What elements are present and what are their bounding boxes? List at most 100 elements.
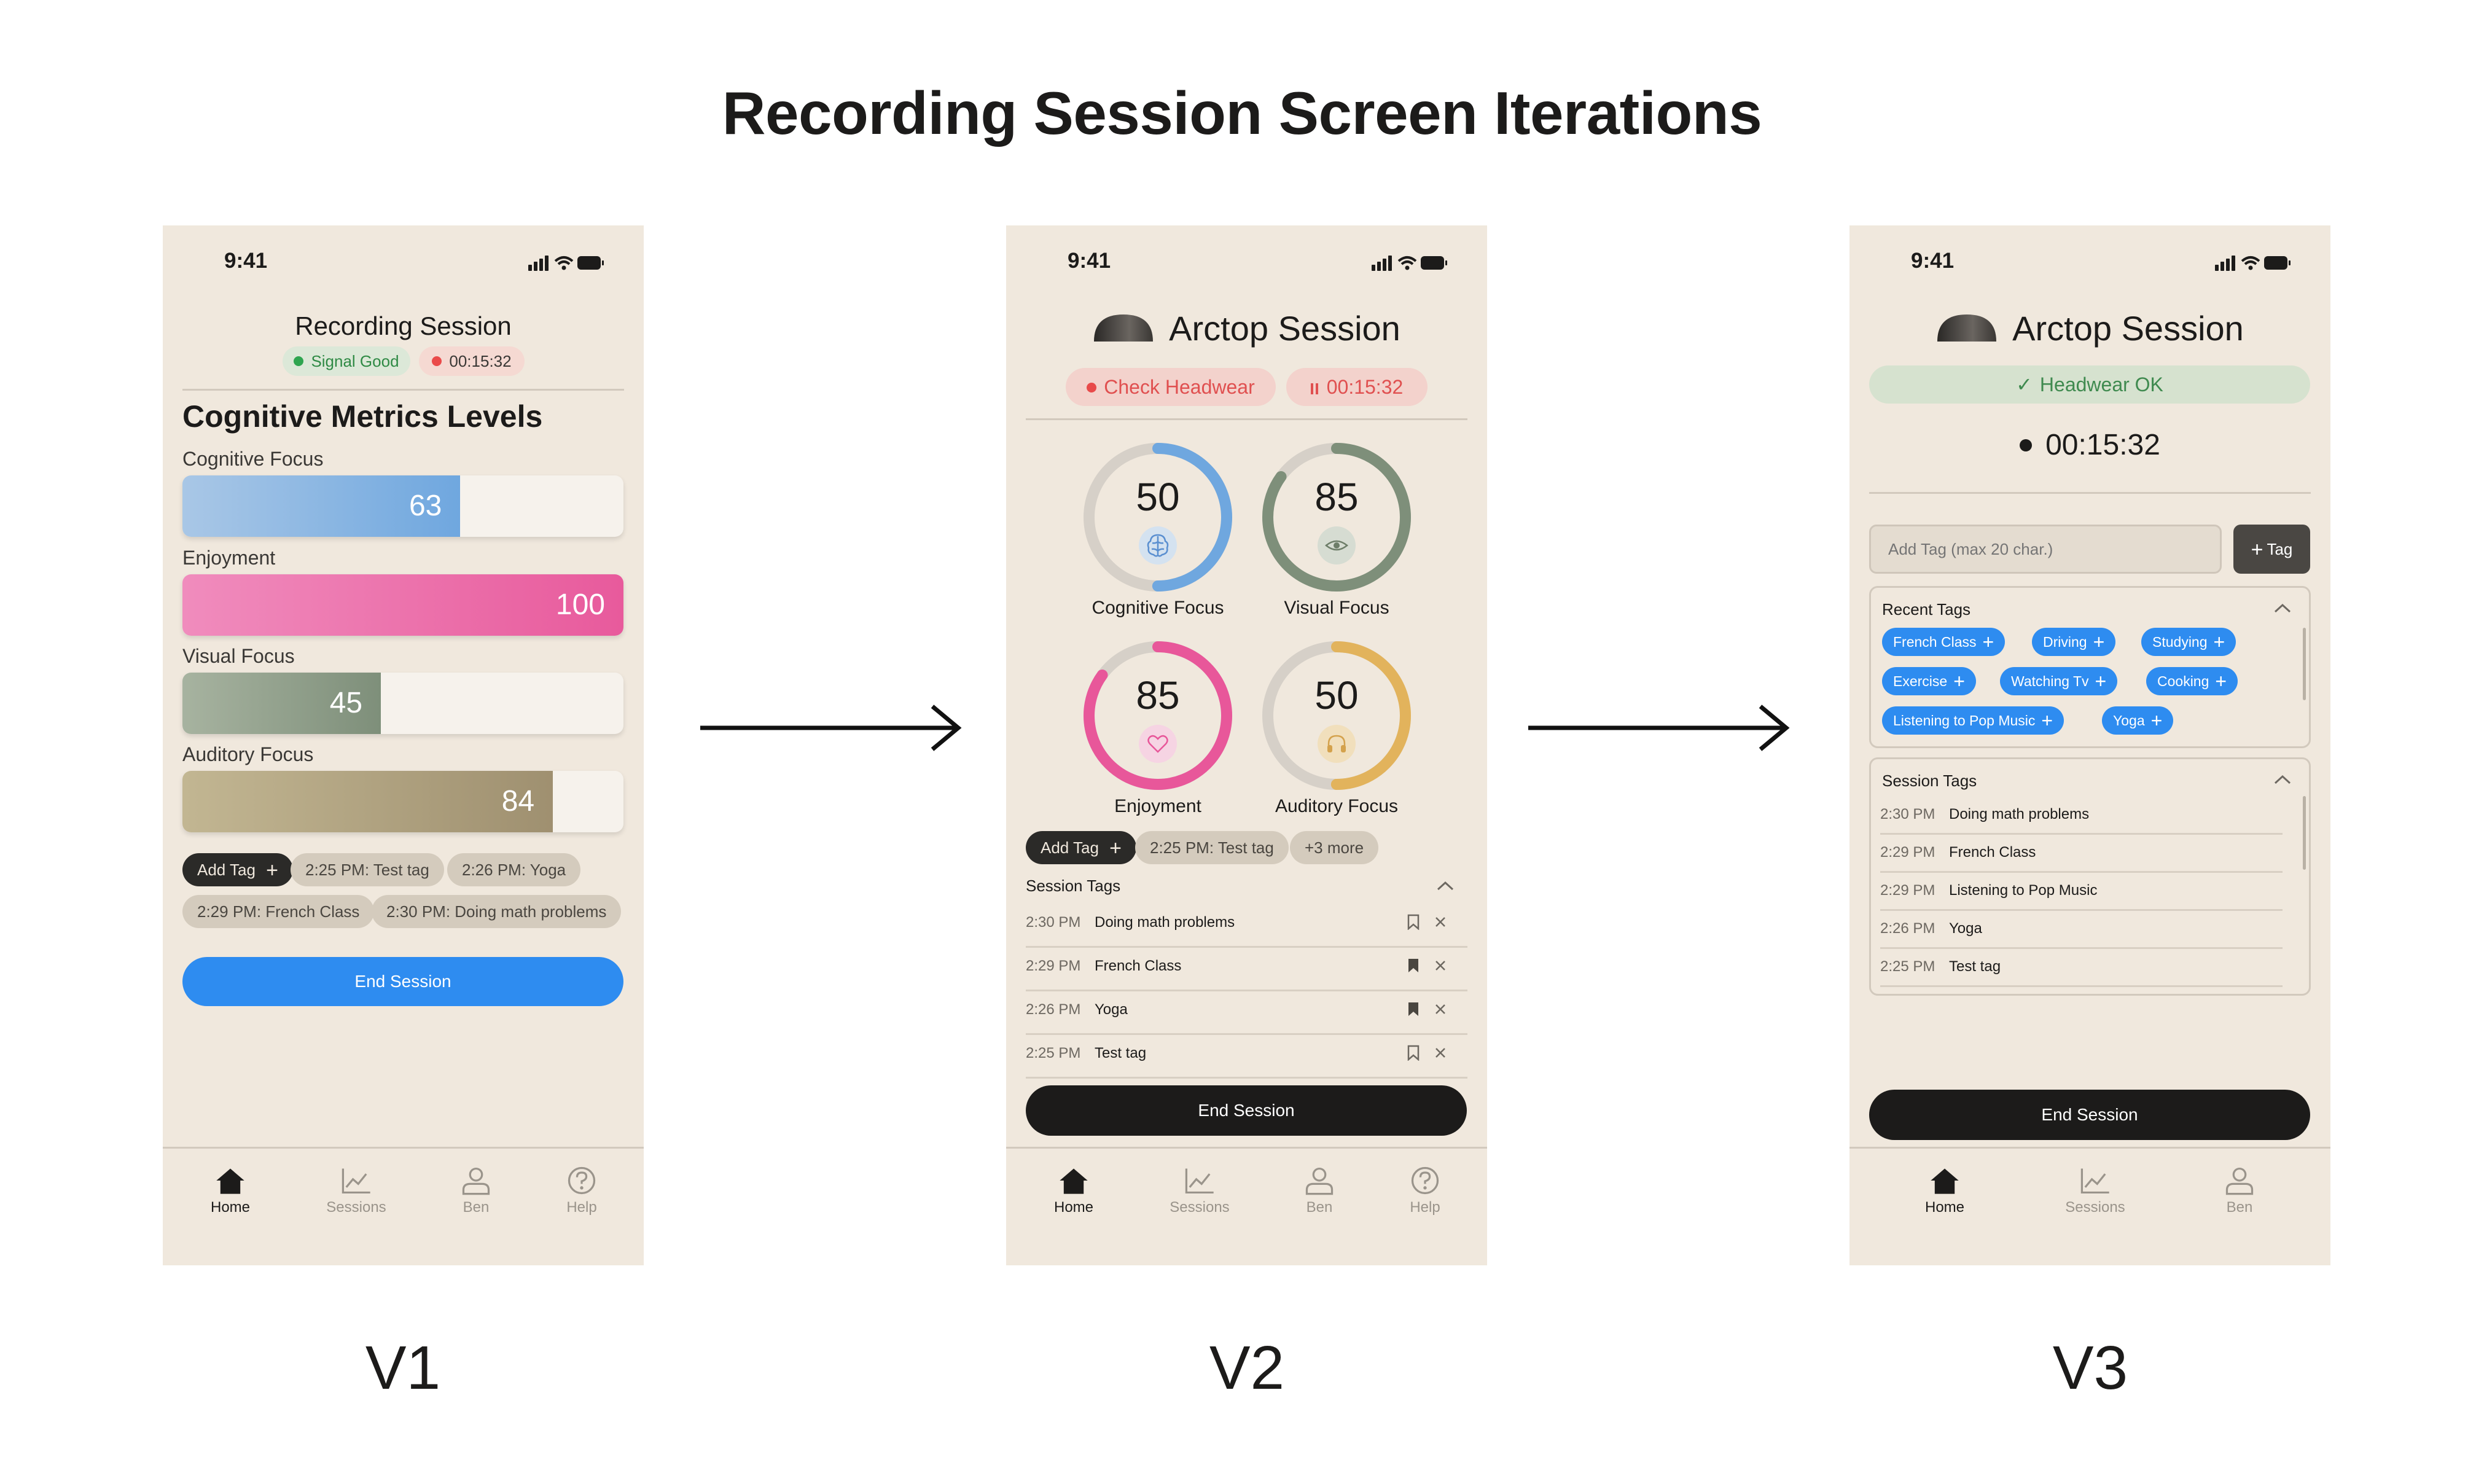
row-time: 2:25 PM [1880, 958, 1935, 975]
bookmark-icon[interactable] [1407, 914, 1420, 930]
nav-label: Home [1053, 1199, 1094, 1216]
eye-icon [1318, 526, 1356, 564]
chevron-up-icon[interactable] [2273, 603, 2292, 614]
brain-icon [1139, 526, 1177, 564]
recent-tags-panel: Recent Tags French Class+ Driving+ Study… [1869, 586, 2311, 748]
nav-label: Sessions [1170, 1199, 1230, 1216]
nav-label: Ben [463, 1199, 490, 1216]
tag-button-label: Tag [2267, 540, 2293, 558]
bookmark-icon[interactable] [1407, 1045, 1420, 1061]
add-tag-button[interactable]: Add Tag + [1026, 831, 1137, 864]
bookmark-filled-icon[interactable] [1407, 1001, 1420, 1017]
nav-user[interactable]: Ben [1276, 1166, 1362, 1216]
status-icons [2215, 254, 2291, 272]
add-tag-input[interactable] [1869, 525, 2222, 574]
nav-label: Help [1410, 1199, 1440, 1216]
section-title: Cognitive Metrics Levels [182, 399, 543, 434]
nav-home[interactable]: Home [1031, 1166, 1117, 1216]
timer-text: 00:15:32 [449, 352, 512, 370]
recent-tag[interactable]: Listening to Pop Music+ [1882, 706, 2064, 735]
nav-sessions[interactable]: Sessions [2052, 1166, 2138, 1216]
check-headwear-badge[interactable]: Check Headwear [1066, 368, 1276, 406]
row-name: French Class [1949, 844, 2036, 861]
row-time: 2:26 PM [1880, 920, 1935, 937]
close-icon[interactable] [1434, 1046, 1447, 1060]
plus-icon: + [266, 859, 279, 882]
gauge-enjoyment: 85 Enjoyment [1081, 639, 1235, 817]
status-icons [1372, 254, 1448, 272]
check-icon: ✓ [2016, 373, 2033, 396]
end-session-button[interactable]: End Session [1869, 1090, 2310, 1140]
add-tag-label: Add Tag [1041, 838, 1099, 857]
add-tag-button[interactable]: Add Tag + [182, 853, 294, 886]
user-icon [459, 1166, 493, 1195]
nav-user[interactable]: Ben [433, 1166, 519, 1216]
tag-chip[interactable]: 2:29 PM: French Class [182, 895, 375, 928]
phone-v3: 9:41 Arctop Session ✓Headwear OK 00:15:3… [1849, 225, 2330, 1265]
gauge-label: Cognitive Focus [1092, 598, 1224, 618]
close-icon[interactable] [1434, 915, 1447, 929]
tag-chip[interactable]: 2:25 PM: Test tag [291, 853, 444, 886]
chevron-up-icon[interactable] [1436, 880, 1455, 891]
headwear-ok-badge: ✓Headwear OK [1869, 365, 2310, 404]
end-session-button[interactable]: End Session [182, 957, 623, 1006]
row-time: 2:29 PM [1880, 844, 1935, 861]
plus-icon: + [2093, 631, 2105, 653]
tag-chip[interactable]: 2:25 PM: Test tag [1135, 831, 1289, 864]
close-icon[interactable] [1434, 959, 1447, 972]
recent-tag-label: French Class [1893, 634, 1977, 650]
recent-tag-label: Exercise [1893, 673, 1948, 689]
help-icon [1408, 1166, 1442, 1195]
row-name: Yoga [1095, 1001, 1128, 1018]
recent-tag[interactable]: Cooking+ [2146, 667, 2238, 695]
recent-tag[interactable]: Exercise+ [1882, 667, 1976, 695]
signal-badge: Signal Good [283, 346, 410, 376]
version-label: V3 [2052, 1334, 2128, 1402]
status-bar: 9:41 [163, 249, 644, 292]
recent-tag[interactable]: Yoga+ [2102, 706, 2174, 735]
session-tag-row: 2:29 PM Listening to Pop Music [1880, 871, 2283, 911]
bar-fill [182, 574, 623, 636]
row-name: Test tag [1095, 1045, 1147, 1061]
record-dot [2020, 439, 2033, 452]
tag-chip[interactable]: 2:26 PM: Yoga [447, 853, 581, 886]
metric-value: 100 [555, 588, 605, 621]
chart-icon [2079, 1166, 2112, 1195]
more-tags-chip[interactable]: +3 more [1290, 831, 1379, 864]
session-tag-row: 2:29 PM French Class [1026, 947, 1467, 991]
status-time: 9:41 [224, 249, 268, 273]
arrow-right-icon [1528, 705, 1790, 751]
scrollbar[interactable] [2303, 796, 2306, 870]
scrollbar[interactable] [2303, 628, 2306, 700]
add-tag-button[interactable]: +Tag [2233, 525, 2310, 574]
nav-help[interactable]: Help [539, 1166, 625, 1216]
nav-sessions[interactable]: Sessions [313, 1166, 399, 1216]
nav-home[interactable]: Home [187, 1166, 273, 1216]
nav-user[interactable]: Ben [2197, 1166, 2283, 1216]
chevron-up-icon[interactable] [2273, 774, 2292, 785]
signal-text: Signal Good [311, 352, 399, 370]
bookmark-filled-icon[interactable] [1407, 958, 1420, 974]
recent-tag[interactable]: Watching Tv+ [2000, 667, 2118, 695]
plus-icon: + [1982, 631, 1994, 653]
end-session-button[interactable]: End Session [1026, 1085, 1467, 1136]
row-name: Doing math problems [1949, 806, 2090, 822]
timer-badge: 00:15:32 [419, 346, 525, 376]
nav-sessions[interactable]: Sessions [1157, 1166, 1243, 1216]
version-label: V2 [1209, 1334, 1285, 1402]
recent-tag[interactable]: Driving + [2032, 628, 2116, 656]
nav-help[interactable]: Help [1382, 1166, 1468, 1216]
session-tag-row: 2:25 PM Test tag [1880, 947, 2283, 987]
tag-chip[interactable]: 2:30 PM: Doing math problems [372, 895, 622, 928]
section-title: Session Tags [1026, 877, 1121, 895]
bottom-nav: Home Sessions Ben Help [163, 1147, 644, 1265]
arrow-right-icon [700, 705, 962, 751]
close-icon[interactable] [1434, 1002, 1447, 1016]
timer: 00:15:32 [1849, 428, 2330, 462]
recent-tag-label: Driving [2043, 634, 2087, 650]
timer-badge: 00:15:32 [1286, 368, 1428, 406]
recent-tag[interactable]: French Class + [1882, 628, 2006, 656]
nav-home[interactable]: Home [1902, 1166, 1988, 1216]
recent-tag[interactable]: Studying+ [2141, 628, 2236, 656]
session-tag-row: 2:29 PM French Class [1880, 833, 2283, 873]
